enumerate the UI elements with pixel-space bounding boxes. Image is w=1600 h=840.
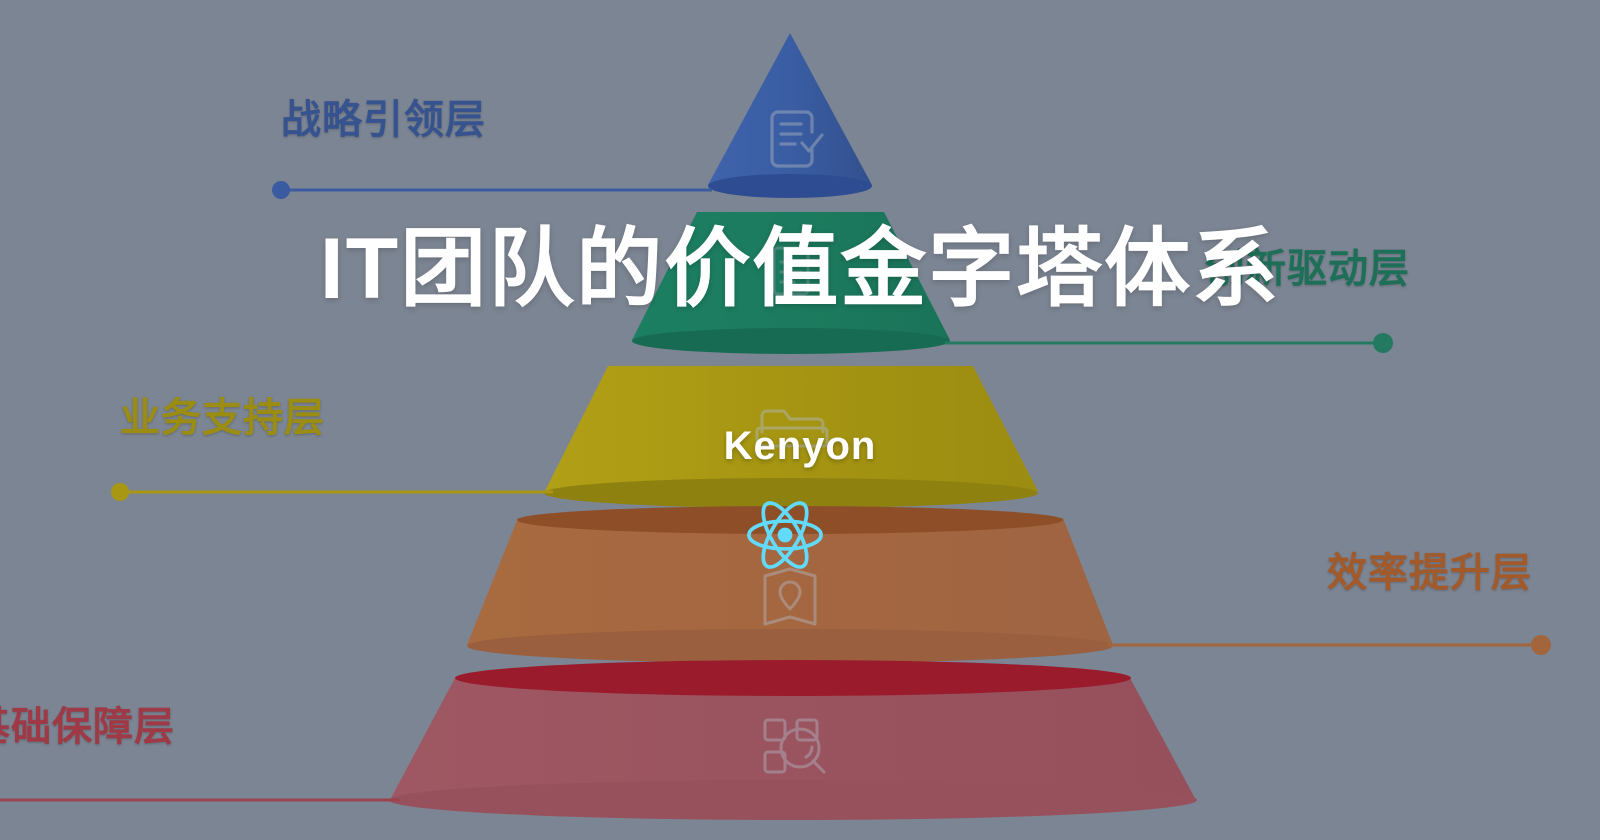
tier-base-ellipse-business — [544, 478, 1038, 508]
tier-base-ellipse-foundation — [389, 780, 1197, 820]
pyramid-tier-efficiency[interactable] — [467, 506, 1113, 663]
pyramid-tier-innovation[interactable] — [632, 212, 950, 354]
connector-dot-business[interactable] — [111, 483, 129, 501]
search-blocks-icon — [763, 718, 826, 774]
pyramid-tier-strategy[interactable] — [708, 33, 872, 198]
connector-dot-efficiency[interactable] — [1531, 635, 1551, 655]
tier-label-foundation[interactable]: 基础保障层 — [0, 705, 175, 749]
connector-business — [111, 483, 553, 501]
brand-name: Kenyon — [723, 424, 877, 468]
innovation-icon — [772, 246, 810, 296]
connector-efficiency — [1108, 635, 1551, 655]
tier-body-business — [545, 366, 1038, 501]
tier-body-efficiency — [467, 518, 1113, 655]
tier-top-ellipse-foundation — [455, 660, 1131, 696]
tier-base-ellipse-efficiency — [467, 629, 1113, 663]
tier-body-innovation — [632, 212, 950, 348]
tier-label-efficiency[interactable]: 效率提升层 — [1327, 551, 1532, 595]
tier-base-ellipse-strategy — [708, 174, 872, 198]
pyramid-tier-business[interactable] — [544, 366, 1038, 508]
tier-label-innovation[interactable]: 创新驱动层 — [1205, 247, 1410, 291]
map-pin-icon — [763, 567, 817, 626]
archive-folder-icon — [755, 409, 829, 448]
page-title: IT团队的价值金字塔体系 — [319, 221, 1281, 317]
connector-innovation — [945, 333, 1393, 353]
tier-label-business[interactable]: 业务支持层 — [120, 396, 325, 440]
tier-base-ellipse-innovation — [632, 328, 950, 354]
connector-dot-innovation[interactable] — [1373, 333, 1393, 353]
tier-body-foundation — [390, 678, 1196, 800]
connector-strategy — [272, 181, 712, 199]
tier-label-strategy[interactable]: 战略引领层 — [281, 98, 486, 142]
connector-dot-strategy[interactable] — [272, 181, 290, 199]
react-logo-icon — [747, 501, 823, 569]
pyramid-tier-foundation[interactable] — [389, 660, 1197, 820]
document-check-icon — [770, 110, 824, 168]
